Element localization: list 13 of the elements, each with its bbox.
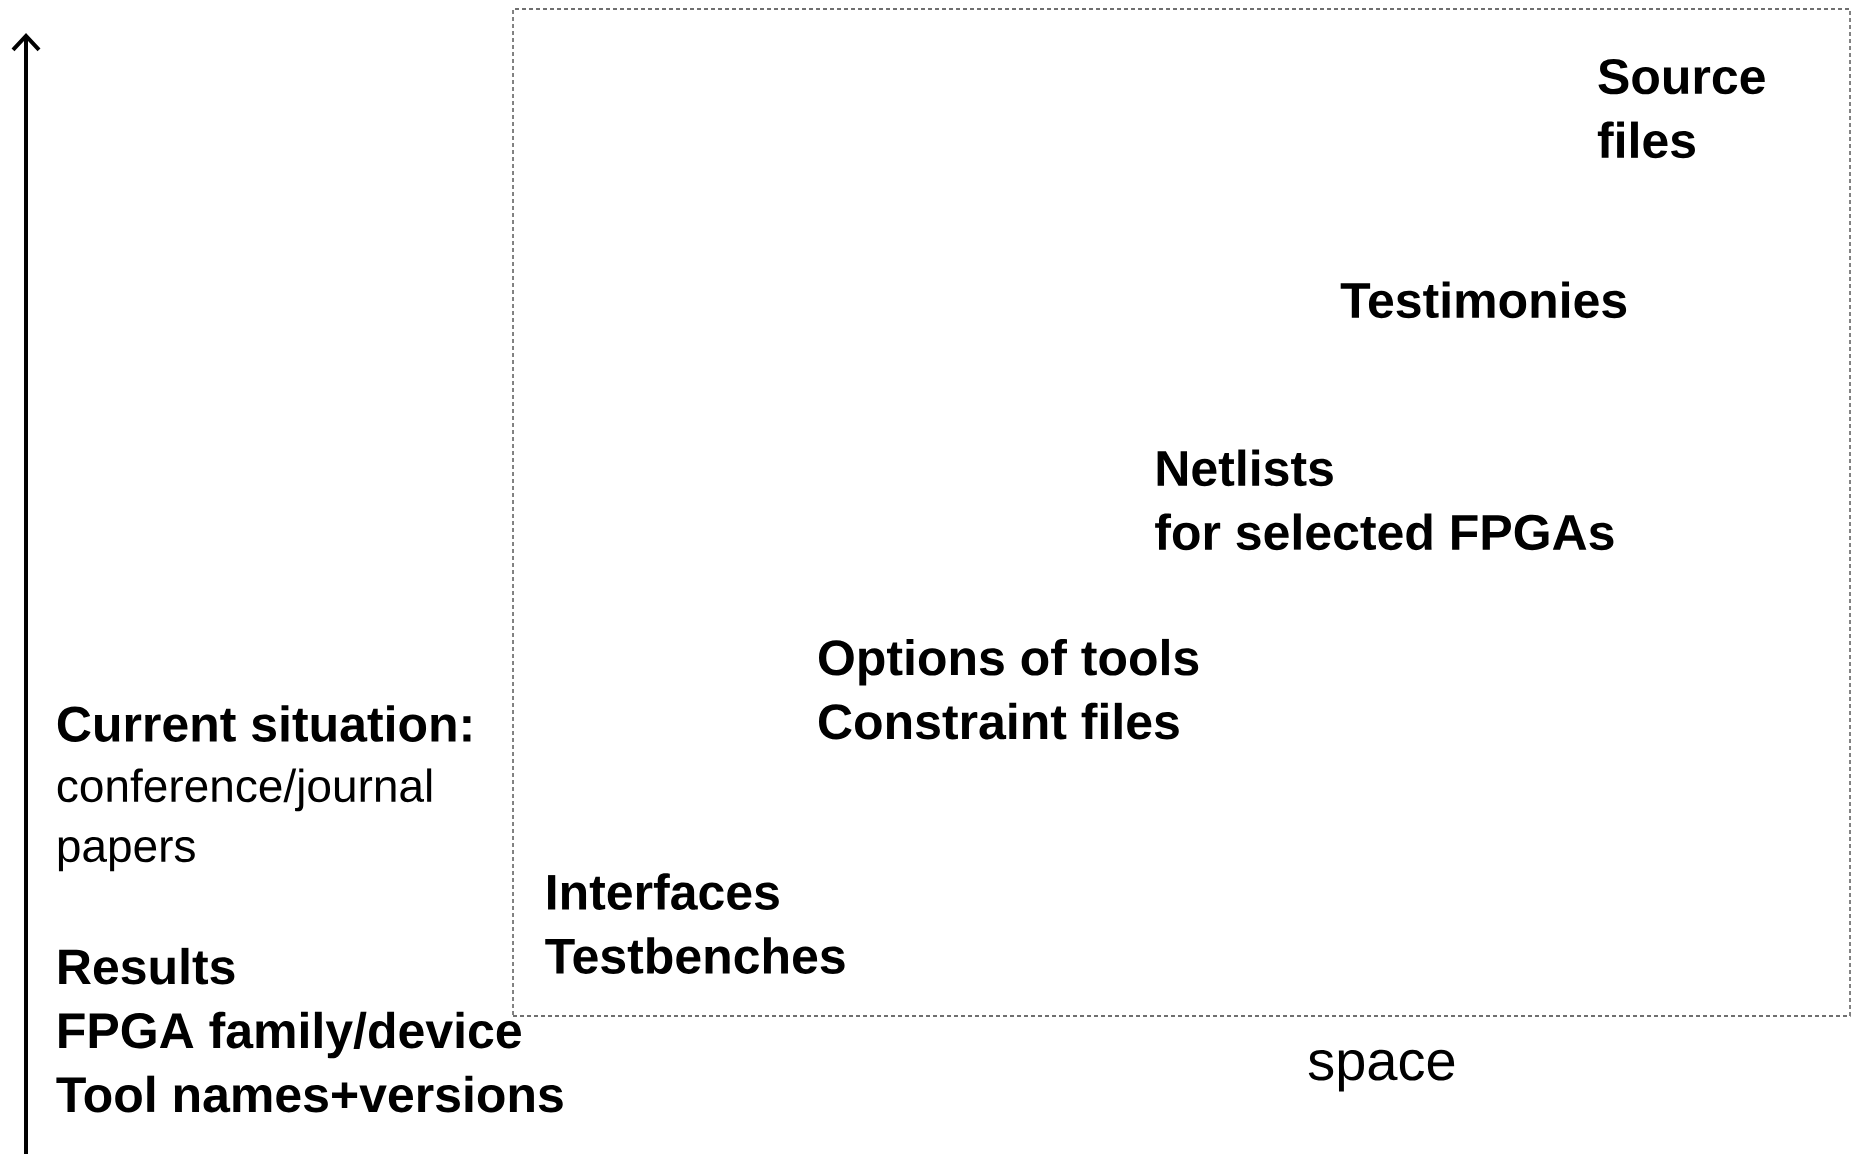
frame-caption: space: [1308, 1049, 1455, 1092]
text-label: for selected FPGAs: [1155, 513, 1614, 551]
text-label: FPGA family/device: [59, 1011, 521, 1059]
text-label: Testimonies: [1340, 281, 1627, 319]
text-label: Source files: [1597, 58, 1765, 159]
text-label: Tool names+versions: [56, 1075, 563, 1113]
text-label: Interfaces: [548, 873, 779, 910]
text-label: Options of tools: [819, 638, 1199, 686]
text-label: Testbenches: [545, 937, 845, 974]
text-label: Netlists: [1157, 449, 1333, 487]
text-label: Results: [59, 947, 235, 985]
text-label: Constraint files: [819, 702, 1179, 740]
text-label: conference/journal papers: [57, 768, 432, 872]
